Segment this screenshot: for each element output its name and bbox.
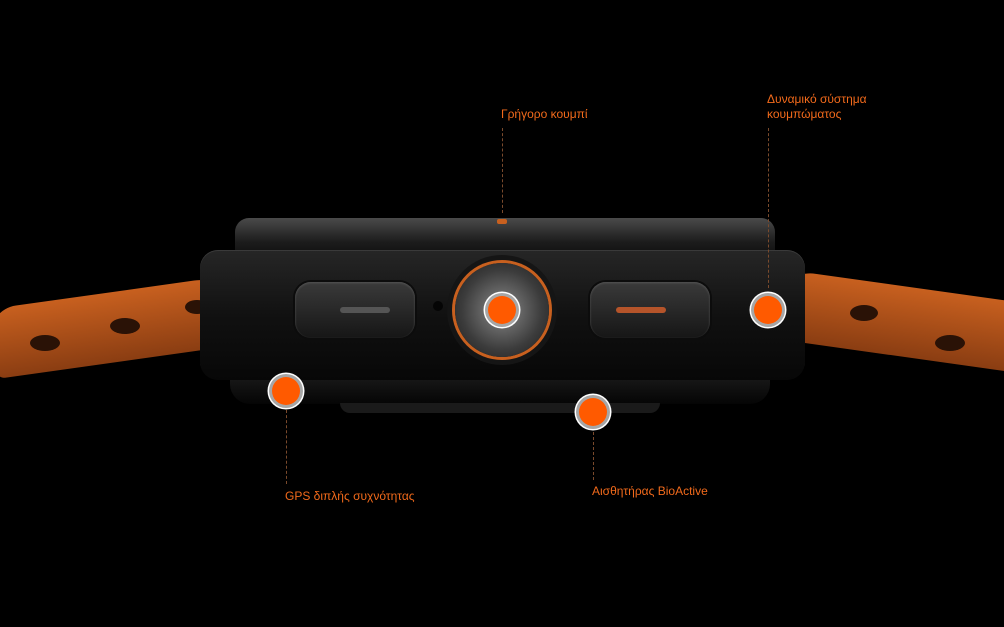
hotspot-bioactive-sensor[interactable] — [579, 398, 607, 426]
label-quick-button: Γρήγορο κουμπί — [501, 107, 588, 121]
leader-line — [502, 128, 503, 213]
strap-hole — [110, 318, 140, 334]
leader-line — [593, 432, 594, 480]
label-dynamic-lug-system: Δυναμικό σύστημα κουμπώματος — [767, 92, 867, 122]
leader-line — [286, 410, 287, 484]
watch-bottom — [230, 380, 770, 404]
mic-hole — [433, 301, 443, 311]
sensor-plate — [340, 403, 660, 413]
top-accent — [497, 219, 507, 224]
left-button-slot — [340, 307, 390, 313]
strap-hole — [30, 335, 60, 351]
right-button-slot — [616, 307, 666, 313]
strap-hole — [850, 305, 878, 321]
hotspot-dynamic-lug-system[interactable] — [754, 296, 782, 324]
hotspot-dual-frequency-gps[interactable] — [272, 377, 300, 405]
hotspot-quick-button[interactable] — [488, 296, 516, 324]
leader-line — [768, 128, 769, 288]
strap-hole — [935, 335, 965, 351]
label-line: κουμπώματος — [767, 107, 842, 121]
label-line: Δυναμικό σύστημα — [767, 92, 867, 106]
label-bioactive-sensor: Αισθητήρας BioActive — [592, 484, 708, 498]
label-dual-frequency-gps: GPS διπλής συχνότητας — [285, 489, 415, 503]
